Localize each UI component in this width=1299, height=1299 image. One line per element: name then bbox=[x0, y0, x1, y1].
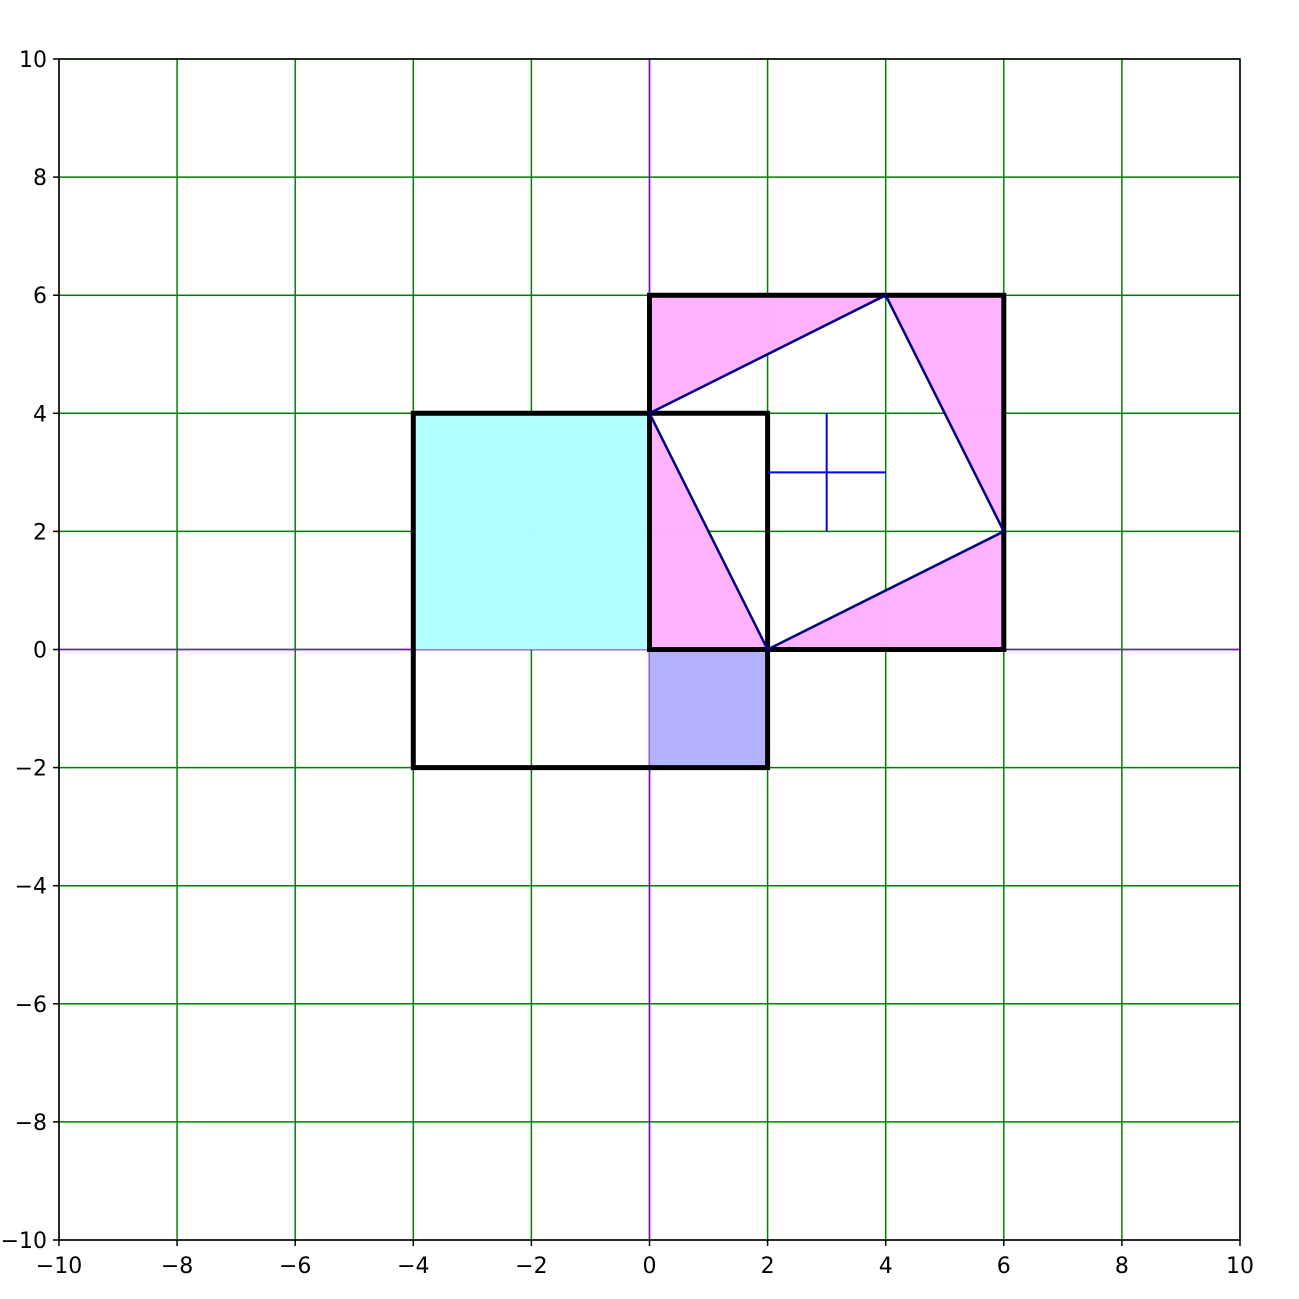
x-tick-label: 6 bbox=[997, 1254, 1011, 1279]
x-tick-label: 2 bbox=[761, 1254, 775, 1279]
large-square-left bbox=[410, 410, 771, 771]
x-tick-label: 4 bbox=[879, 1254, 893, 1279]
y-tick-label: −10 bbox=[1, 1229, 47, 1254]
x-tick-label: −6 bbox=[279, 1254, 311, 1279]
x-tick-label: −4 bbox=[397, 1254, 429, 1279]
y-tick-label: −2 bbox=[15, 757, 47, 782]
tilted-square-outline bbox=[647, 293, 1006, 652]
y-tick-label: 10 bbox=[19, 48, 47, 73]
y-tick-label: 8 bbox=[33, 166, 47, 191]
y-tick-label: −4 bbox=[15, 875, 47, 900]
cyan-square bbox=[413, 413, 650, 650]
x-tick-label: 0 bbox=[643, 1254, 657, 1279]
center-cross bbox=[767, 413, 886, 532]
y-tick-label: −8 bbox=[15, 1111, 47, 1136]
y-tick-label: 0 bbox=[33, 639, 47, 664]
x-axis-ticks: −10 −8 −6 −4 −2 0 2 4 6 8 10 bbox=[36, 1240, 1254, 1279]
x-tick-label: 8 bbox=[1115, 1254, 1129, 1279]
y-tick-label: 4 bbox=[33, 402, 47, 427]
x-tick-label: −8 bbox=[161, 1254, 193, 1279]
x-tick-label: −2 bbox=[515, 1254, 547, 1279]
y-tick-label: 2 bbox=[33, 520, 47, 545]
y-tick-label: −6 bbox=[15, 993, 47, 1018]
y-tick-label: 6 bbox=[33, 284, 47, 309]
y-axis-ticks: −10 −8 −6 −4 −2 0 2 4 6 8 10 bbox=[1, 48, 59, 1254]
x-tick-label: −10 bbox=[36, 1254, 82, 1279]
blue-square bbox=[649, 649, 768, 768]
tilted-square bbox=[647, 293, 1006, 652]
x-tick-label: 10 bbox=[1226, 1254, 1254, 1279]
